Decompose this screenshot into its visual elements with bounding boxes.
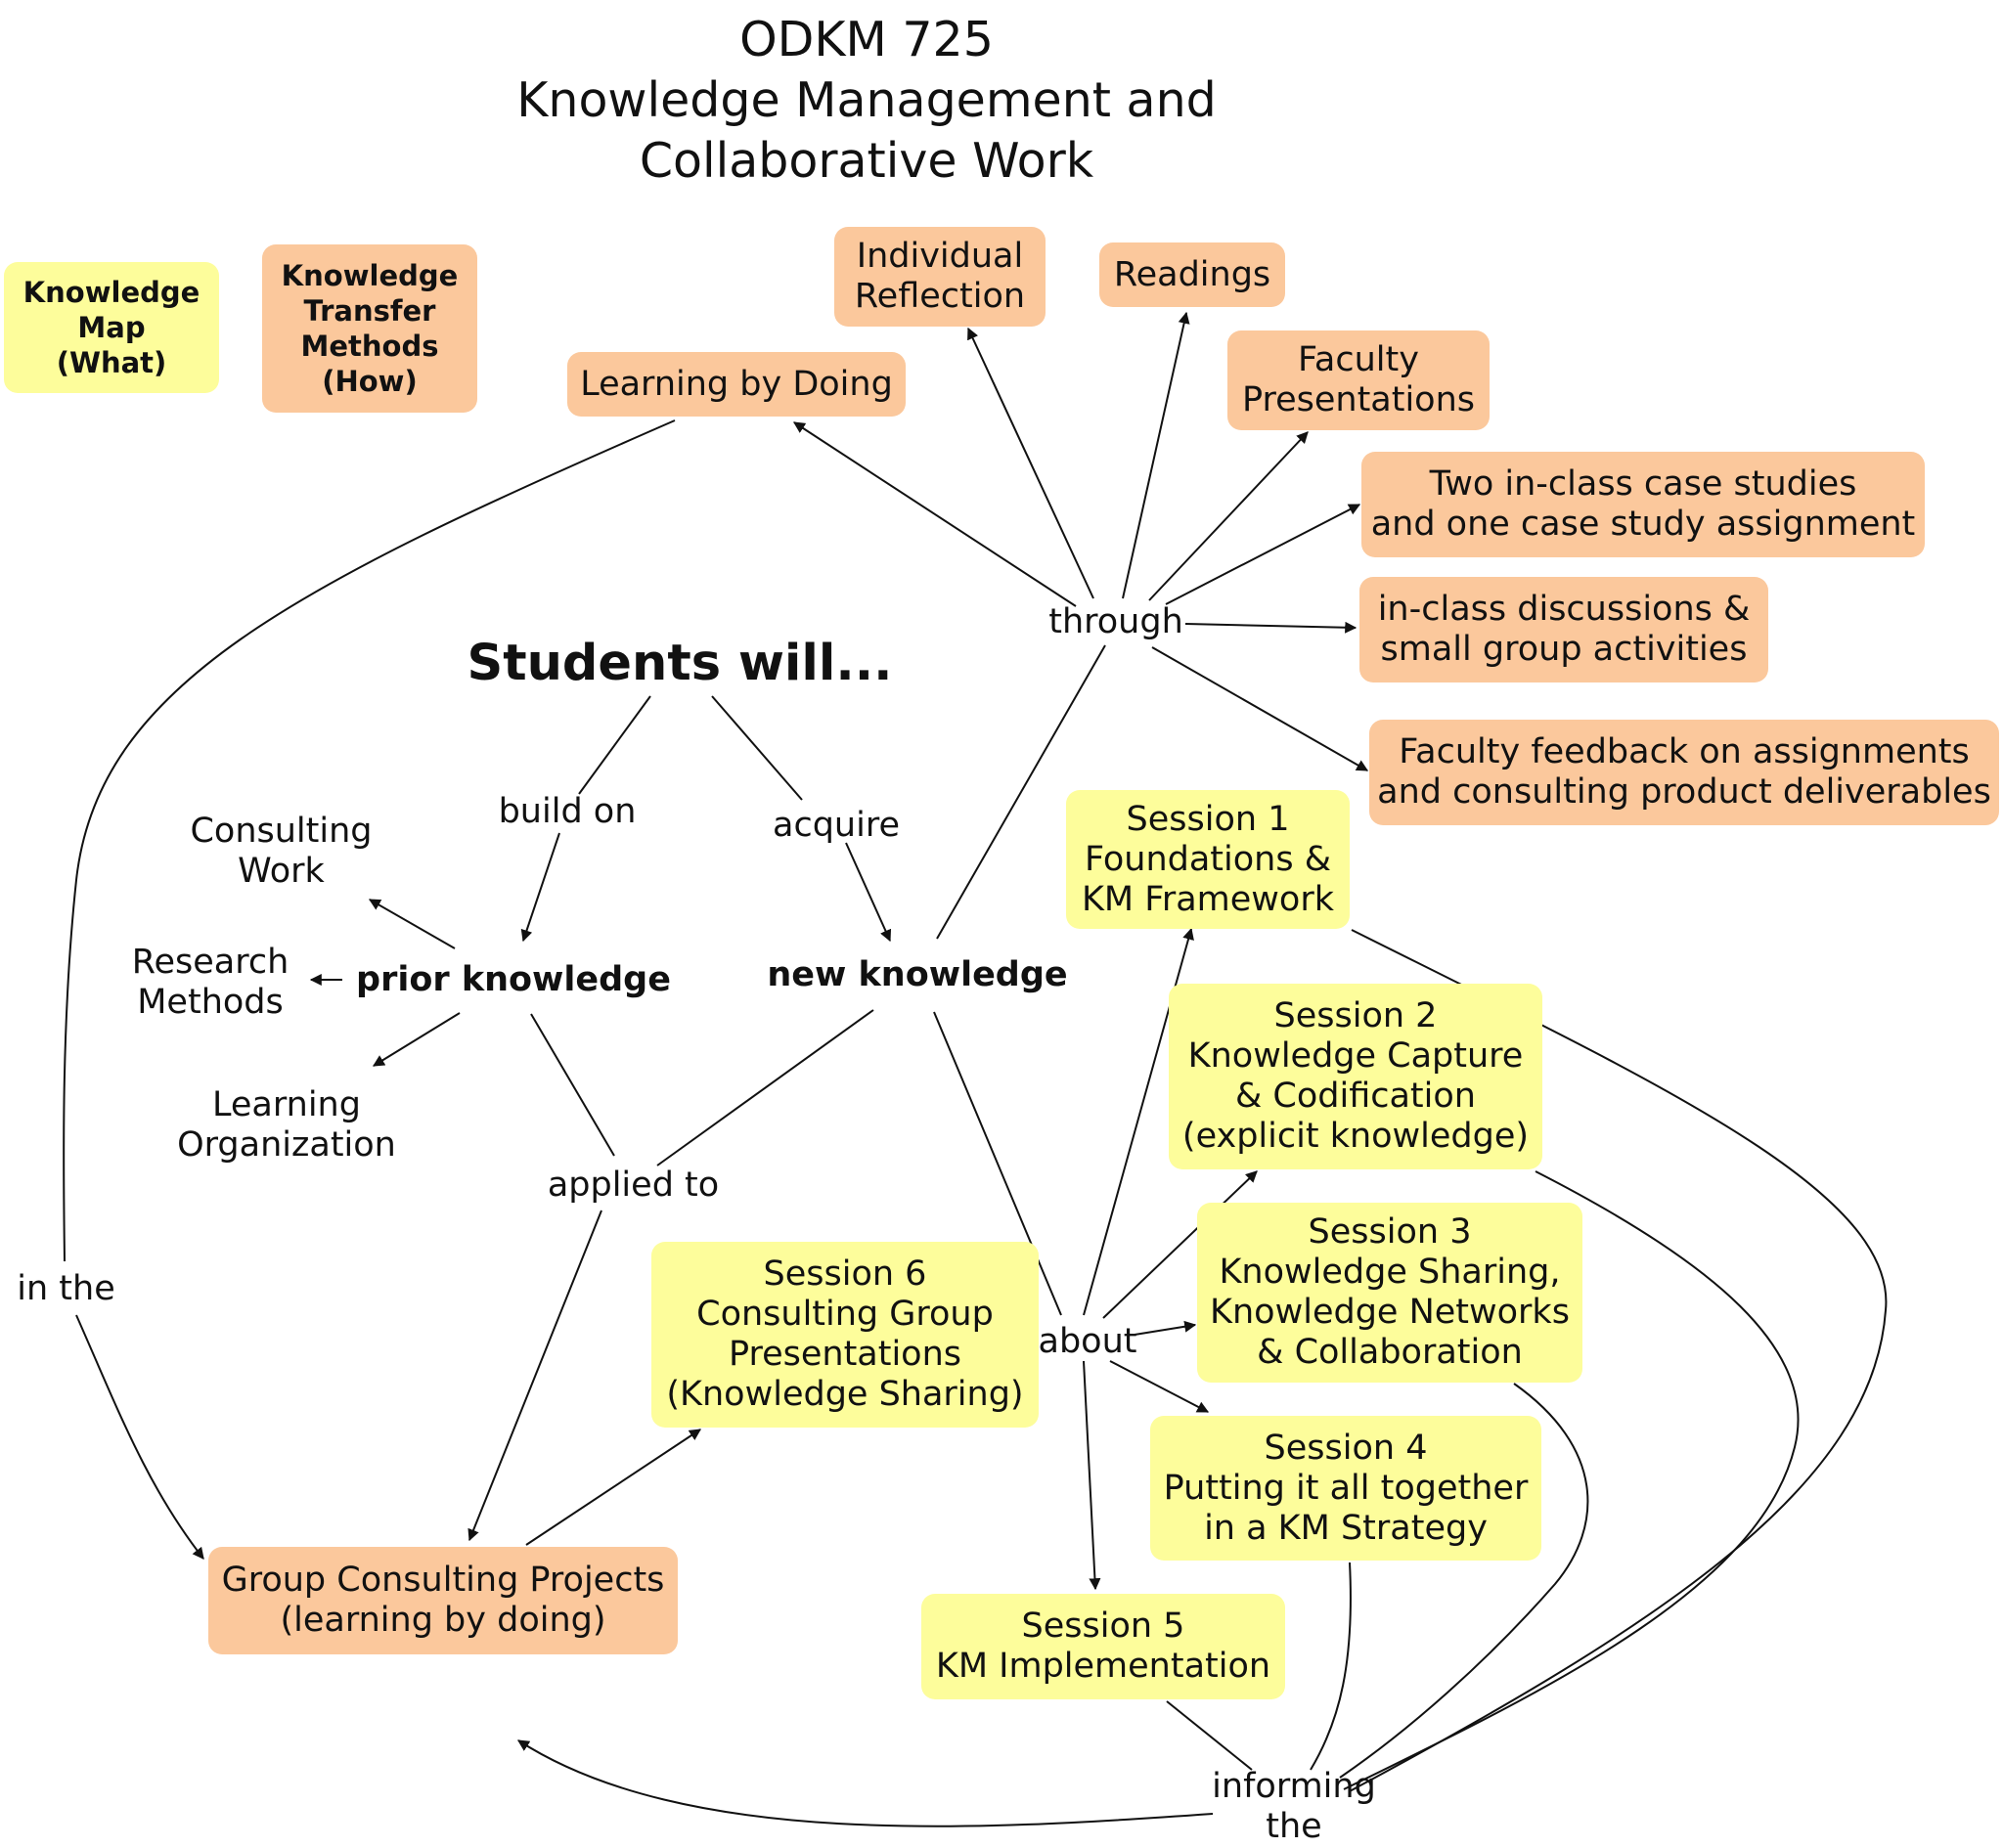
edge-through-learningbydoing — [792, 421, 1077, 607]
edge-session1-informing — [1349, 929, 1888, 1792]
node-faculty-feedback: Faculty feedback on assignments and cons… — [1369, 720, 1999, 825]
node-prior-knowledge: prior knowledge — [356, 959, 671, 999]
node-group-consulting-projects: Group Consulting Projects (learning by d… — [208, 1547, 678, 1654]
node-session-6: Session 6 Consulting Group Presentations… — [651, 1242, 1039, 1428]
edge-informing-projects — [516, 1739, 1214, 1827]
edge-students-acquire — [711, 695, 803, 801]
node-session-4: Session 4 Putting it all together in a K… — [1150, 1416, 1541, 1561]
edge-new-appliedto — [656, 1009, 874, 1166]
edge-about-session5 — [1083, 1360, 1101, 1591]
edge-about-session4 — [1109, 1360, 1210, 1413]
edge-new-through — [936, 644, 1106, 940]
edge-learningbydoing-inthe — [63, 419, 676, 1262]
edge-projects-session6 — [525, 1429, 702, 1546]
link-through: through — [1048, 601, 1183, 641]
edge-session4-informing — [1310, 1562, 1352, 1771]
node-learning-by-doing: Learning by Doing — [567, 352, 906, 417]
edge-acquire-new — [845, 842, 892, 943]
node-students-will: Students will... — [467, 635, 893, 692]
node-learning-organization: Learning Organization — [177, 1085, 396, 1165]
edge-appliedto-projects — [467, 1210, 602, 1542]
node-session-1: Session 1 Foundations & KM Framework — [1066, 790, 1350, 929]
edge-through-readings — [1122, 311, 1190, 599]
legend-transfer-methods: Knowledge Transfer Methods (How) — [262, 244, 477, 413]
edge-buildon-prior — [520, 832, 560, 943]
node-session-3: Session 3 Knowledge Sharing, Knowledge N… — [1197, 1203, 1582, 1383]
edge-through-feedback — [1151, 646, 1369, 771]
node-faculty-presentations: Faculty Presentations — [1227, 330, 1490, 430]
link-applied-to: applied to — [547, 1165, 720, 1205]
edge-through-discussions — [1184, 621, 1358, 634]
node-consulting-work: Consulting Work — [190, 812, 373, 891]
edge-prior-appliedto — [530, 1013, 615, 1157]
node-session-5: Session 5 KM Implementation — [921, 1594, 1285, 1699]
node-research-methods: Research Methods — [131, 943, 289, 1022]
node-case-studies: Two in-class case studies and one case s… — [1361, 452, 1925, 557]
edge-through-casestudies — [1165, 504, 1361, 605]
node-readings: Readings — [1099, 242, 1285, 307]
edge-session5-informing — [1166, 1700, 1253, 1771]
link-informing-the: informing the — [1212, 1767, 1376, 1846]
edge-prior-learningorg — [372, 1012, 461, 1067]
edge-through-reflection — [967, 327, 1094, 599]
link-about: about — [1038, 1321, 1137, 1361]
node-new-knowledge: new knowledge — [767, 954, 1068, 994]
edge-new-about — [933, 1011, 1062, 1316]
node-individual-reflection: Individual Reflection — [834, 227, 1046, 327]
node-session-2: Session 2 Knowledge Capture & Codificati… — [1169, 984, 1542, 1169]
legend-knowledge-map: Knowledge Map (What) — [4, 262, 219, 393]
map-title: ODKM 725 Knowledge Management and Collab… — [516, 12, 1217, 189]
edge-students-buildon — [578, 695, 651, 795]
link-in-the: in the — [17, 1268, 115, 1308]
link-build-on: build on — [498, 791, 637, 831]
edge-about-session3 — [1134, 1320, 1197, 1336]
link-acquire: acquire — [773, 805, 900, 845]
edge-session2-informing — [1343, 1170, 1800, 1790]
edge-session3-informing — [1339, 1383, 1589, 1779]
edge-prior-consulting — [368, 899, 456, 949]
node-discussions: in-class discussions & small group activ… — [1359, 577, 1768, 682]
edge-through-facultypres — [1148, 431, 1309, 601]
edge-about-session2 — [1102, 1170, 1258, 1319]
edge-inthe-projects — [75, 1314, 204, 1560]
